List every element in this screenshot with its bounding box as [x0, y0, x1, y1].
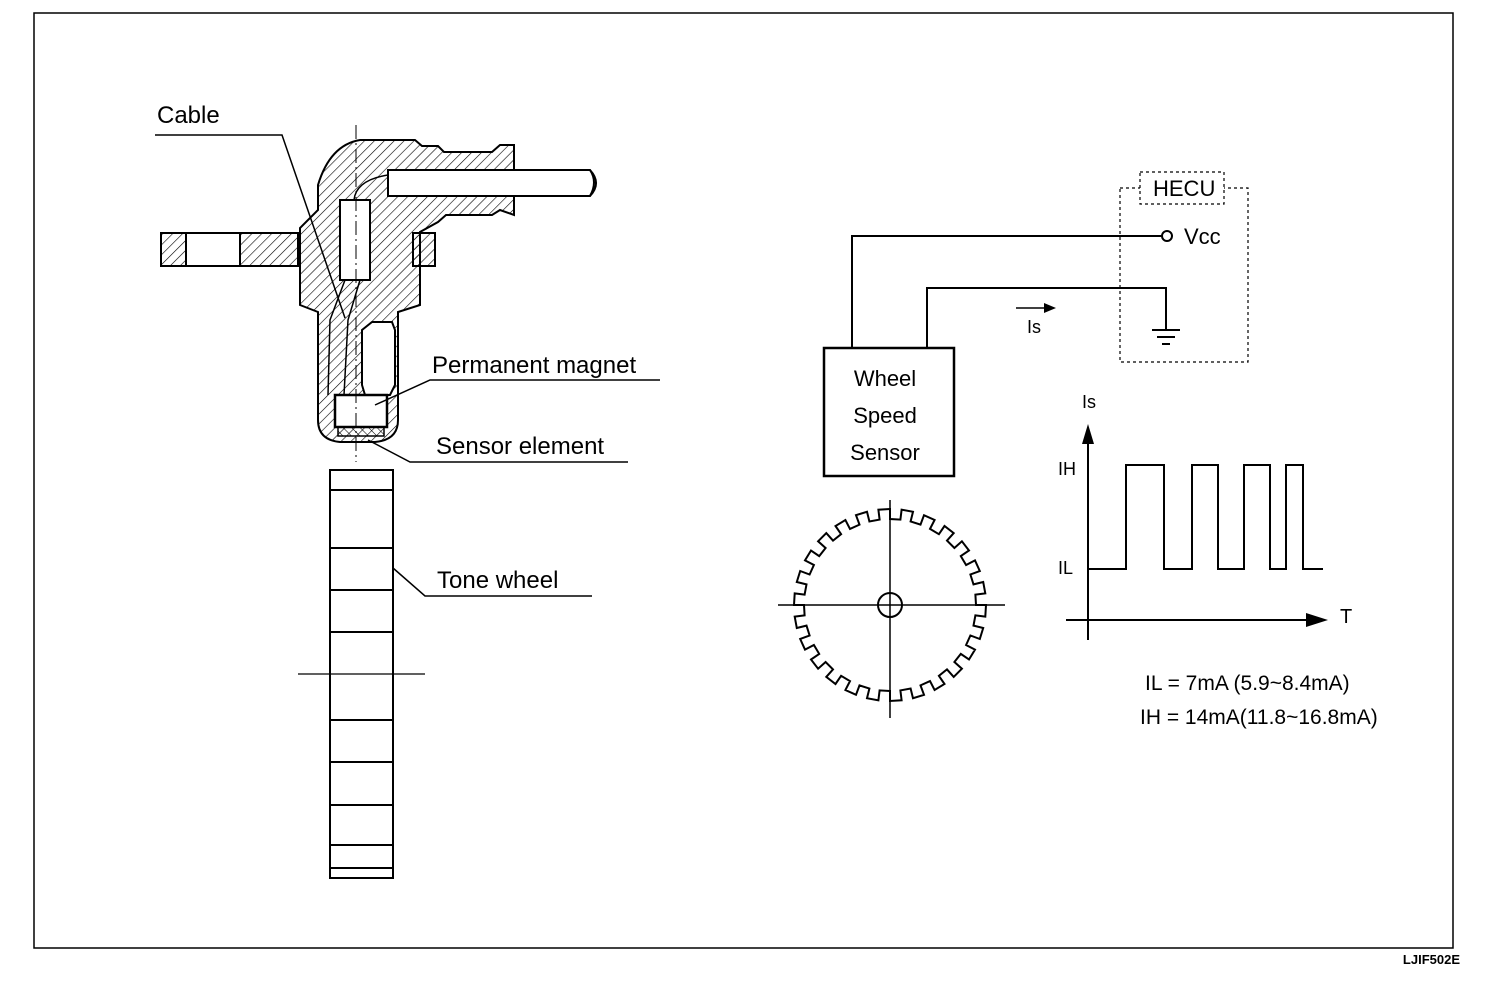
cable-body	[387, 169, 595, 197]
figure-code: LJIF502E	[1402, 952, 1460, 967]
mounting-flange-right	[239, 232, 299, 267]
ih-spec: IH = 14mA(11.8~16.8mA)	[1140, 706, 1378, 729]
low-level-label: IL	[1058, 558, 1073, 578]
il-spec: IL = 7mA (5.9~8.4mA)	[1145, 672, 1350, 695]
inner-cavity	[361, 321, 396, 396]
waveform-x-axis-label: T	[1340, 606, 1352, 628]
mounting-flange-left	[160, 232, 187, 267]
waveform-signal	[1088, 464, 1323, 570]
waveform-y-axis-label: Is	[1082, 392, 1096, 412]
mounting-flange-mid	[185, 232, 241, 267]
lead-wire	[327, 279, 346, 396]
figure-frame	[33, 12, 1454, 949]
sensor-element-leader	[367, 439, 628, 463]
cable-leader	[155, 134, 346, 319]
cable-label: Cable	[157, 102, 220, 129]
leader-lines	[155, 134, 660, 597]
tone-wheel-front-view	[778, 500, 1005, 718]
tone-wheel-leader	[392, 567, 592, 597]
ground-wire	[926, 287, 1167, 348]
sensor-label-line2: Speed	[853, 403, 917, 428]
sensor-element-label: Sensor element	[436, 433, 604, 460]
circuit	[822, 171, 1249, 478]
high-level-label: IH	[1058, 459, 1076, 479]
tone-wheel-label: Tone wheel	[437, 567, 558, 594]
sensor-label-line3: Sensor	[850, 440, 920, 465]
sensor-element	[337, 426, 385, 437]
magnet-leader	[374, 379, 660, 406]
hecu-label-box	[1139, 171, 1225, 205]
vcc-terminal	[1161, 230, 1173, 242]
vcc-wire	[851, 235, 1162, 348]
hecu-label: HECU	[1153, 176, 1215, 201]
wheel-speed-sensor-box	[822, 346, 956, 478]
cable-end	[589, 169, 597, 197]
gear-hub	[877, 592, 903, 618]
hecu-box	[1119, 187, 1249, 363]
current-label: Is	[1027, 317, 1041, 337]
inner-conductor	[353, 174, 389, 201]
current-waveform	[1066, 424, 1328, 640]
vcc-label: Vcc	[1184, 224, 1221, 249]
permanent-magnet-label: Permanent magnet	[432, 352, 636, 379]
sensor-cross-section	[160, 139, 597, 443]
permanent-magnet	[333, 393, 389, 429]
sensor-label-line1: Wheel	[854, 366, 916, 391]
inner-terminal	[339, 199, 371, 281]
